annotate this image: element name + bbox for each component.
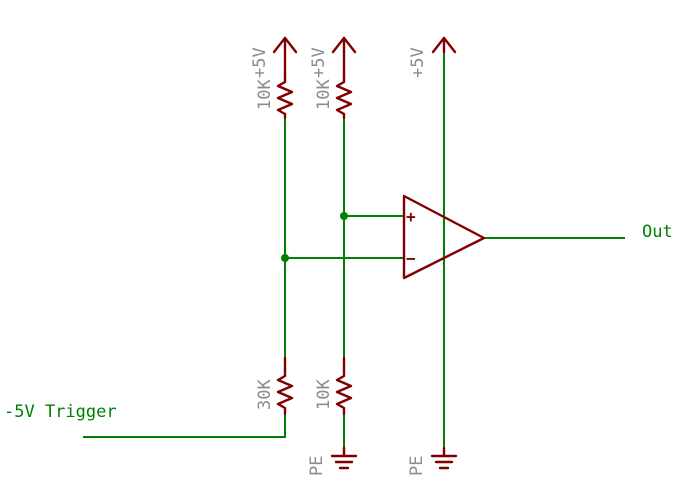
resistor-top-middle (335, 76, 353, 120)
supply-arrow-middle (331, 36, 357, 80)
resistor-value-top-left: 10K (255, 79, 275, 110)
supply-arrow-opamp (431, 36, 457, 54)
opamp-inverting-sign: − (406, 249, 416, 268)
net-label-output: Out (642, 222, 673, 242)
ground-label-middle: PE (307, 456, 327, 476)
resistor-top-left (276, 76, 294, 120)
ground-symbol-opamp (430, 446, 458, 470)
ground-symbol-middle (330, 446, 358, 470)
net-label-input: -5V Trigger (4, 402, 117, 422)
resistor-bottom-left (276, 356, 294, 416)
junction-noninverting (340, 212, 348, 220)
wires (83, 39, 625, 449)
resistor-value-bottom-middle: 10K (314, 379, 334, 410)
opamp: + − (402, 194, 486, 280)
junction-inverting (281, 254, 289, 262)
resistor-value-top-middle: 10K (314, 79, 334, 110)
ground-label-opamp: PE (407, 456, 427, 476)
resistor-value-bottom-left: 30K (255, 379, 275, 410)
supply-arrow-left (272, 36, 298, 80)
supply-label-left: +5V (250, 47, 270, 78)
opamp-noninverting-sign: + (406, 207, 416, 226)
supply-label-opamp: +5V (408, 47, 428, 78)
supply-label-middle: +5V (309, 47, 329, 78)
resistor-bottom-middle (335, 356, 353, 416)
